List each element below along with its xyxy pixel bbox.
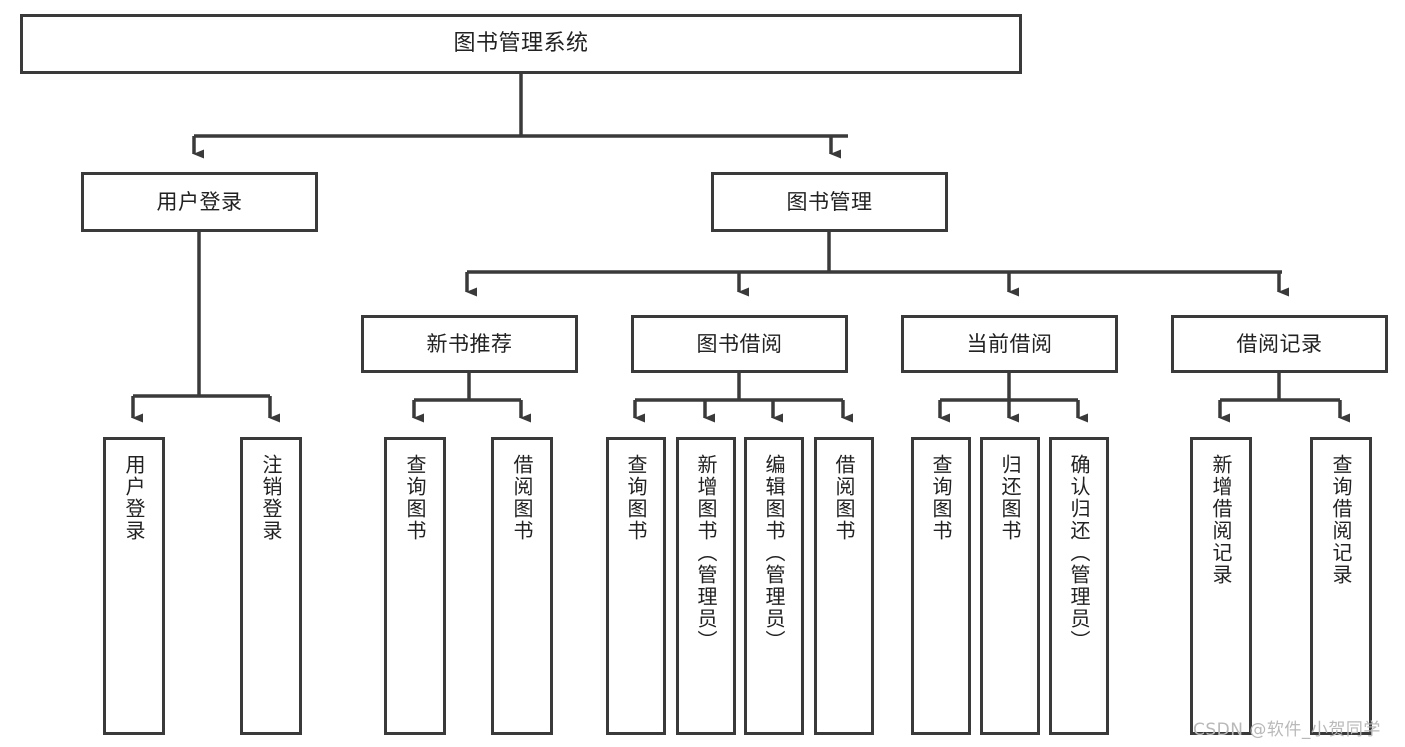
node-leaf-query-book-2-label: 查询图书 xyxy=(624,454,648,542)
node-book-borrow[interactable]: 图书借阅 xyxy=(631,315,848,373)
node-book-manage-label: 图书管理 xyxy=(786,189,873,214)
node-leaf-query-book-3[interactable]: 查询图书 xyxy=(911,437,971,735)
node-leaf-query-record[interactable]: 查询借阅记录 xyxy=(1310,437,1372,735)
node-leaf-add-book[interactable]: 新增图书（管理员） xyxy=(676,437,736,735)
node-leaf-add-book-label: 新增图书（管理员） xyxy=(694,454,718,652)
node-leaf-confirm-return[interactable]: 确认归还（管理员） xyxy=(1049,437,1109,735)
node-leaf-edit-book-label: 编辑图书（管理员） xyxy=(762,454,786,652)
node-user-login-label: 用户登录 xyxy=(156,189,243,214)
node-leaf-return-book[interactable]: 归还图书 xyxy=(980,437,1040,735)
node-leaf-return-book-label: 归还图书 xyxy=(998,454,1022,542)
node-leaf-user-logout[interactable]: 注销登录 xyxy=(240,437,302,735)
node-leaf-query-book-3-label: 查询图书 xyxy=(929,454,953,542)
node-new-book-recommend-label: 新书推荐 xyxy=(426,331,513,356)
node-book-borrow-label: 图书借阅 xyxy=(696,331,783,356)
node-leaf-edit-book[interactable]: 编辑图书（管理员） xyxy=(744,437,804,735)
node-root-label: 图书管理系统 xyxy=(453,31,589,57)
node-leaf-borrow-book-2-label: 借阅图书 xyxy=(832,454,856,542)
node-current-borrow-label: 当前借阅 xyxy=(966,331,1053,356)
node-leaf-borrow-book-1[interactable]: 借阅图书 xyxy=(491,437,553,735)
node-leaf-query-book-1-label: 查询图书 xyxy=(403,454,427,542)
node-leaf-user-logout-label: 注销登录 xyxy=(259,454,283,542)
node-root[interactable]: 图书管理系统 xyxy=(20,14,1022,74)
node-leaf-borrow-book-1-label: 借阅图书 xyxy=(510,454,534,542)
node-book-manage[interactable]: 图书管理 xyxy=(711,172,948,232)
node-leaf-add-record[interactable]: 新增借阅记录 xyxy=(1190,437,1252,735)
node-leaf-user-login-label: 用户登录 xyxy=(122,454,146,542)
node-leaf-query-book-2[interactable]: 查询图书 xyxy=(606,437,666,735)
node-current-borrow[interactable]: 当前借阅 xyxy=(901,315,1118,373)
node-leaf-confirm-return-label: 确认归还（管理员） xyxy=(1067,454,1091,652)
node-leaf-query-book-1[interactable]: 查询图书 xyxy=(384,437,446,735)
node-leaf-add-record-label: 新增借阅记录 xyxy=(1209,454,1233,586)
node-leaf-query-record-label: 查询借阅记录 xyxy=(1329,454,1353,586)
node-borrow-record[interactable]: 借阅记录 xyxy=(1171,315,1388,373)
csdn-watermark: CSDN @软件_小贺同学 xyxy=(1193,720,1381,740)
node-user-login[interactable]: 用户登录 xyxy=(81,172,318,232)
node-leaf-user-login[interactable]: 用户登录 xyxy=(103,437,165,735)
node-leaf-borrow-book-2[interactable]: 借阅图书 xyxy=(814,437,874,735)
node-borrow-record-label: 借阅记录 xyxy=(1236,331,1323,356)
node-new-book-recommend[interactable]: 新书推荐 xyxy=(361,315,578,373)
